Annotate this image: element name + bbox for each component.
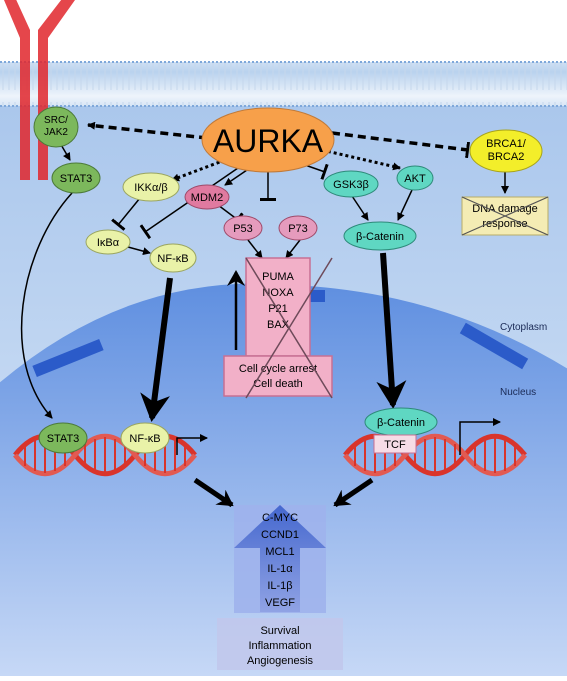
nuc-bcat-label: β-Catenin [377, 417, 425, 429]
node-p73: P73 [278, 215, 318, 241]
transcription-arrow-right [459, 418, 501, 455]
bax-label: BAX [267, 319, 290, 331]
brca1-label: BRCA1/ [486, 138, 527, 150]
edge-dnaright-genes [333, 477, 374, 508]
node-src-jak2: SRC/ JAK2 [33, 106, 79, 148]
outcome-survival: Survival [260, 625, 299, 637]
nuclear-pore-right [459, 322, 529, 370]
node-ikk: IKKα/β [122, 172, 180, 202]
node-mdm2: MDM2 [184, 184, 230, 210]
node-outcomes: Survival Inflammation Angiogenesis [217, 618, 343, 670]
mdm2-label: MDM2 [191, 192, 223, 204]
edge-p73-targets [285, 239, 301, 259]
noxa-label: NOXA [262, 287, 294, 299]
cytoplasm-label: Cytoplasm [500, 322, 547, 333]
edge-dnaleft-genes [193, 477, 234, 508]
cross-line-2 [245, 257, 333, 399]
edge-aurka-mdm2 [224, 169, 248, 186]
node-dna-damage: DNA damage response [461, 196, 549, 236]
dna-damage-label-1: DNA damage [472, 203, 537, 215]
gene-il1a: IL-1α [267, 563, 293, 575]
dna-damage-label-2: response [482, 218, 527, 230]
node-bcat: β-Catenin [343, 221, 417, 251]
nucleus-label: Nucleus [500, 387, 536, 398]
gene-il1b: IL-1β [267, 580, 292, 592]
ikba-label: IκBα [97, 237, 120, 249]
node-stat3: STAT3 [51, 162, 101, 194]
ikk-label: IKKα/β [134, 182, 167, 194]
node-ikba: IκBα [85, 229, 131, 255]
gene-ccnd1: CCND1 [261, 529, 299, 541]
cell-death-label: Cell death [253, 378, 303, 390]
edge-aurka-brca [331, 131, 470, 159]
puma-label: PUMA [262, 271, 294, 283]
jak2-label: JAK2 [44, 127, 68, 138]
edge-p53-targets [247, 239, 263, 259]
node-tcf: TCF [373, 434, 417, 454]
node-gsk3b: GSK3β [323, 170, 379, 198]
src-label: SRC/ [44, 115, 68, 126]
akt-label: AKT [404, 173, 426, 185]
plasma-membrane [0, 62, 567, 106]
edge-aurka-akt [321, 148, 401, 171]
edge-ikba-nfkb [127, 246, 151, 256]
node-nuc-stat3: STAT3 [38, 422, 88, 454]
edge-bcat-nucleus [376, 252, 407, 409]
outcome-angiogenesis: Angiogenesis [247, 655, 314, 667]
nucleus-region [0, 283, 567, 676]
node-cell-fate: Cell cycle arrest Cell death [223, 355, 333, 397]
edge-ikk-ikba [111, 197, 141, 231]
edge-aurka-gsk3b [304, 163, 329, 180]
node-target-genes: C-MYC CCND1 MCL1 IL-1α IL-1β VEGF [234, 505, 326, 613]
nuclear-pore-left [32, 338, 104, 378]
edge-gsk3b-bcat [351, 195, 369, 221]
edge-stat3-nucleus [20, 192, 73, 419]
node-nfkb: NF-κB [149, 243, 197, 273]
edge-nfkb-nucleus [140, 277, 173, 422]
node-nuc-nfkb: NF-κB [120, 422, 170, 454]
gene-cmyc: C-MYC [262, 512, 298, 524]
tcf-label: TCF [384, 439, 406, 451]
cell-cycle-label: Cell cycle arrest [239, 363, 317, 375]
transcription-arrow-left [176, 434, 208, 455]
outcome-inflammation: Inflammation [249, 640, 312, 652]
edge-akt-bcat [397, 189, 413, 221]
aurka-label: AURKA [213, 123, 324, 159]
brca2-label: BRCA2 [488, 151, 525, 163]
edge-aurka-src [87, 121, 208, 140]
node-brca: BRCA1/ BRCA2 [469, 129, 543, 173]
nuc-stat3-label: STAT3 [47, 433, 80, 445]
bcat-label: β-Catenin [356, 231, 404, 243]
stat3-label: STAT3 [60, 173, 93, 185]
node-akt: AKT [396, 165, 434, 191]
gene-vegf: VEGF [265, 597, 295, 609]
nuc-nfkb-label: NF-κB [129, 433, 160, 445]
node-aurka: AURKA [201, 107, 335, 173]
nfkb-label: NF-κB [157, 253, 188, 265]
gene-mcl1: MCL1 [265, 546, 294, 558]
node-p53: P53 [223, 215, 263, 241]
p53-label: P53 [233, 223, 253, 235]
gsk3b-label: GSK3β [333, 179, 369, 191]
node-nuc-bcat: β-Catenin [364, 407, 438, 437]
p73-label: P73 [288, 223, 308, 235]
